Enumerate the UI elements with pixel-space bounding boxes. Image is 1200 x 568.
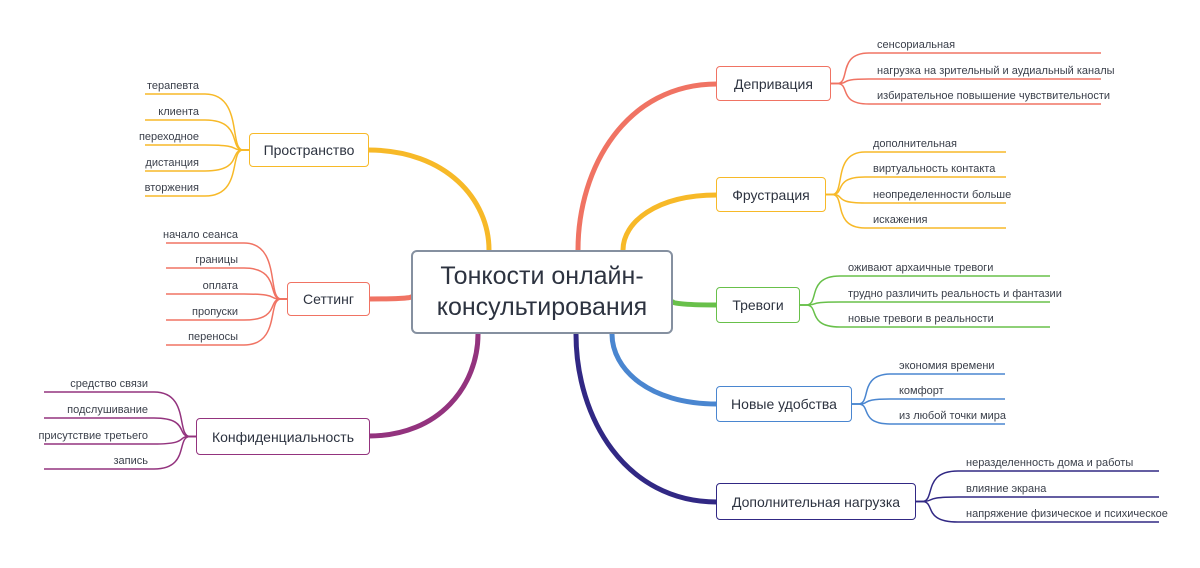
- branch-extra-load[interactable]: Дополнительная нагрузка: [716, 483, 916, 520]
- leaf-link-conveniences: [852, 403, 1005, 425]
- branch-space[interactable]: Пространство: [249, 133, 369, 167]
- leaf-link-anxieties: [800, 301, 1050, 306]
- branch-link-extra-load: [573, 331, 720, 505]
- leaf-setting[interactable]: границы: [195, 254, 238, 266]
- leaf-deprivation[interactable]: нагрузка на зрительный и аудиальный кана…: [877, 65, 1115, 77]
- leaf-space[interactable]: дистанция: [145, 157, 199, 169]
- branch-link-deprivation: [575, 81, 720, 253]
- leaf-link-confidentiality: [44, 435, 196, 470]
- leaf-space[interactable]: вторжения: [144, 182, 199, 194]
- leaf-space[interactable]: клиента: [158, 106, 199, 118]
- leaf-extra-load[interactable]: неразделенность дома и работы: [966, 457, 1134, 469]
- leaf-setting[interactable]: оплата: [202, 280, 238, 292]
- branch-label: Конфиденциальность: [211, 428, 354, 445]
- leaf-link-deprivation: [831, 78, 1101, 85]
- branch-setting[interactable]: Сеттинг: [287, 282, 370, 316]
- leaf-extra-load[interactable]: напряжение физическое и психическое: [966, 508, 1168, 520]
- leaf-setting[interactable]: начало сеанса: [163, 229, 238, 241]
- branch-link-setting: [366, 294, 414, 302]
- branch-label: Фрустрация: [732, 186, 810, 203]
- leaf-anxieties[interactable]: новые тревоги в реальности: [848, 313, 994, 325]
- leaf-link-deprivation: [831, 82, 1101, 105]
- branch-link-frustration: [620, 192, 720, 253]
- leaf-link-anxieties: [800, 304, 1050, 328]
- leaf-deprivation[interactable]: избирательное повышение чувствительности: [877, 90, 1111, 102]
- branch-link-space: [365, 147, 492, 253]
- leaf-frustration[interactable]: искажения: [873, 214, 928, 226]
- leaf-space[interactable]: переходное: [138, 131, 199, 143]
- branch-label: Депривация: [734, 75, 813, 92]
- leaf-link-extra-load: [916, 500, 1159, 523]
- leaf-frustration[interactable]: дополнительная: [873, 138, 957, 150]
- leaf-anxieties[interactable]: оживают архаичные тревоги: [848, 262, 994, 274]
- branch-label: Пространство: [263, 142, 355, 158]
- central-topic[interactable]: Тонкости онлайн-консультирования: [411, 250, 673, 334]
- branch-conveniences[interactable]: Новые удобства: [716, 386, 852, 422]
- leaf-space[interactable]: терапевта: [147, 80, 199, 92]
- leaf-frustration[interactable]: виртуальность контакта: [873, 163, 996, 175]
- leaf-conveniences[interactable]: комфорт: [899, 385, 944, 397]
- leaf-deprivation[interactable]: сенсориальная: [877, 39, 956, 51]
- leaf-link-setting: [166, 298, 287, 346]
- branch-link-confidentiality: [366, 331, 481, 439]
- branch-confidentiality[interactable]: Конфиденциальность: [196, 418, 370, 455]
- branch-label: Тревоги: [732, 297, 784, 313]
- branch-deprivation[interactable]: Депривация: [716, 66, 831, 101]
- branch-label: Новые удобства: [731, 396, 837, 412]
- branch-label: Дополнительная нагрузка: [731, 493, 901, 510]
- leaf-confidentiality[interactable]: присутствие третьего: [38, 430, 148, 442]
- branch-link-anxieties: [670, 299, 720, 308]
- leaf-link-space: [145, 144, 249, 151]
- leaf-link-space: [145, 149, 249, 197]
- leaf-link-frustration: [826, 193, 1006, 229]
- leaf-setting[interactable]: пропуски: [192, 306, 238, 318]
- branch-link-conveniences: [609, 331, 720, 407]
- central-topic-label: Тонкости онлайн-консультирования: [436, 262, 648, 321]
- leaf-anxieties[interactable]: трудно различить реальность и фантазии: [848, 288, 1062, 300]
- branch-anxieties[interactable]: Тревоги: [716, 287, 800, 323]
- leaf-frustration[interactable]: неопределенности больше: [873, 189, 1012, 201]
- leaf-conveniences[interactable]: экономия времени: [899, 360, 995, 372]
- leaf-link-conveniences: [852, 398, 1005, 405]
- leaf-link-setting: [166, 293, 287, 300]
- leaf-confidentiality[interactable]: запись: [113, 455, 149, 467]
- leaf-setting[interactable]: переносы: [188, 331, 238, 343]
- leaf-confidentiality[interactable]: средство связи: [70, 378, 148, 390]
- branch-frustration[interactable]: Фрустрация: [716, 177, 826, 212]
- leaf-confidentiality[interactable]: подслушивание: [67, 404, 148, 416]
- leaf-extra-load[interactable]: влияние экрана: [966, 483, 1047, 495]
- branch-label: Сеттинг: [303, 291, 354, 307]
- leaf-link-extra-load: [916, 496, 1159, 503]
- leaf-conveniences[interactable]: из любой точки мира: [899, 410, 1007, 422]
